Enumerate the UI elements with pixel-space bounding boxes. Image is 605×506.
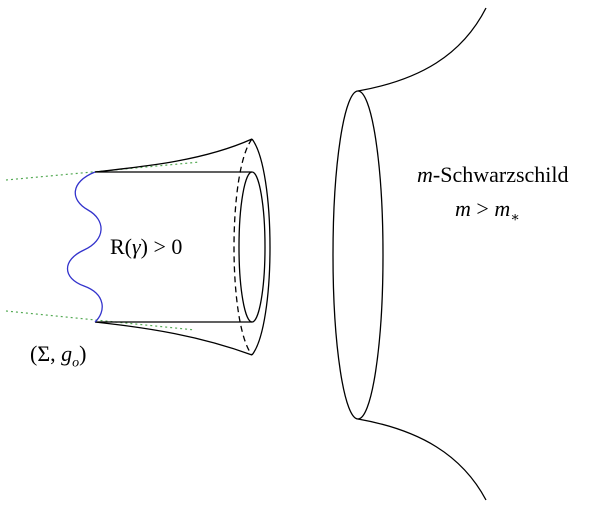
- mass-condition: m > m∗: [455, 198, 520, 225]
- manifold-label: (Σ, go): [30, 343, 86, 370]
- schwarzschild-m: m: [417, 162, 433, 187]
- cone-bottom-curve: [94, 321, 253, 356]
- curvature-prefix: R(: [110, 234, 132, 259]
- mass-star-sub: ∗: [510, 210, 520, 226]
- mass-m: m: [455, 196, 471, 221]
- schwarzschild-title: m-Schwarzschild: [417, 164, 569, 186]
- manifold-comma: ,: [50, 341, 62, 366]
- manifold-open-paren: (: [30, 341, 38, 366]
- curvature-suffix: ) > 0: [140, 234, 183, 259]
- cone-end-front-dashed: [233, 138, 253, 356]
- curvature-gamma: γ: [132, 234, 141, 259]
- schwarzschild-upper-sheet: [357, 7, 487, 92]
- cone-end-back: [251, 138, 271, 356]
- manifold-metric-sub: o: [72, 355, 80, 371]
- curvature-label: R(γ) > 0: [110, 236, 182, 258]
- manifold-close-paren: ): [79, 341, 87, 366]
- mass-star-m: m: [494, 196, 511, 221]
- wavy-boundary-curve: [67, 171, 103, 323]
- schwarzschild-title-rest: -Schwarzschild: [432, 162, 569, 187]
- manifold-metric-g: g: [61, 341, 73, 366]
- schwarzschild-lower-sheet: [357, 418, 487, 501]
- guide-line-bottom: [5, 310, 196, 331]
- mass-gt: >: [476, 196, 489, 221]
- cylinder-end-inner: [238, 171, 266, 323]
- cone-top-curve: [94, 138, 253, 173]
- schwarzschild-horizon-ellipse: [332, 90, 384, 420]
- manifold-sigma: Σ: [37, 341, 51, 366]
